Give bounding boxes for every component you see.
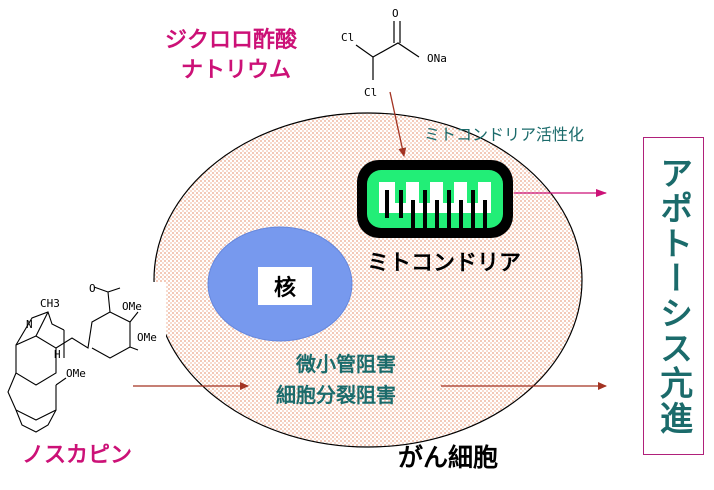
cancer-cell-label: がん細胞: [398, 443, 499, 472]
cell-division-inhibition-label: 細胞分裂阻害: [276, 383, 396, 407]
dca-atom-cl-bottom: Cl: [364, 86, 378, 99]
noscapine-atom-ome1: OMe: [122, 300, 142, 313]
noscapine-structure: [4, 282, 166, 433]
mito-activation-label: ミトコンドリア活性化: [424, 125, 585, 144]
noscapine-atom-n: N: [26, 318, 33, 331]
apoptosis-label: アポトーシス亢進: [654, 156, 694, 436]
dichloroacetate-structure: [355, 21, 420, 80]
dca-arrow: [389, 91, 407, 157]
compound1-name-line2: ナトリウム: [181, 58, 292, 83]
compound2-name: ノスカピン: [22, 443, 133, 468]
mitochondria-shape: [357, 160, 513, 238]
dca-atom-ona: ONa: [427, 52, 447, 65]
nucleus-label: 核: [258, 267, 312, 305]
dca-atom-o: O: [392, 7, 399, 20]
noscapine-atom-o: O: [89, 282, 96, 295]
noscapine-atom-ome2: OMe: [137, 331, 157, 344]
compound1-name-line1: ジクロロ酢酸: [165, 28, 298, 53]
mitochondria-label: ミトコンドリア: [367, 251, 522, 276]
apoptosis-box: アポトーシス亢進: [643, 137, 704, 455]
noscapine-atom-ch3: CH3: [40, 297, 60, 310]
noscapine-atom-ome3: OMe: [66, 367, 86, 380]
noscapine-atom-h: H: [54, 348, 61, 361]
dca-atom-cl-top: Cl: [341, 31, 355, 44]
microtubule-inhibition-label: 微小管阻害: [296, 352, 396, 376]
